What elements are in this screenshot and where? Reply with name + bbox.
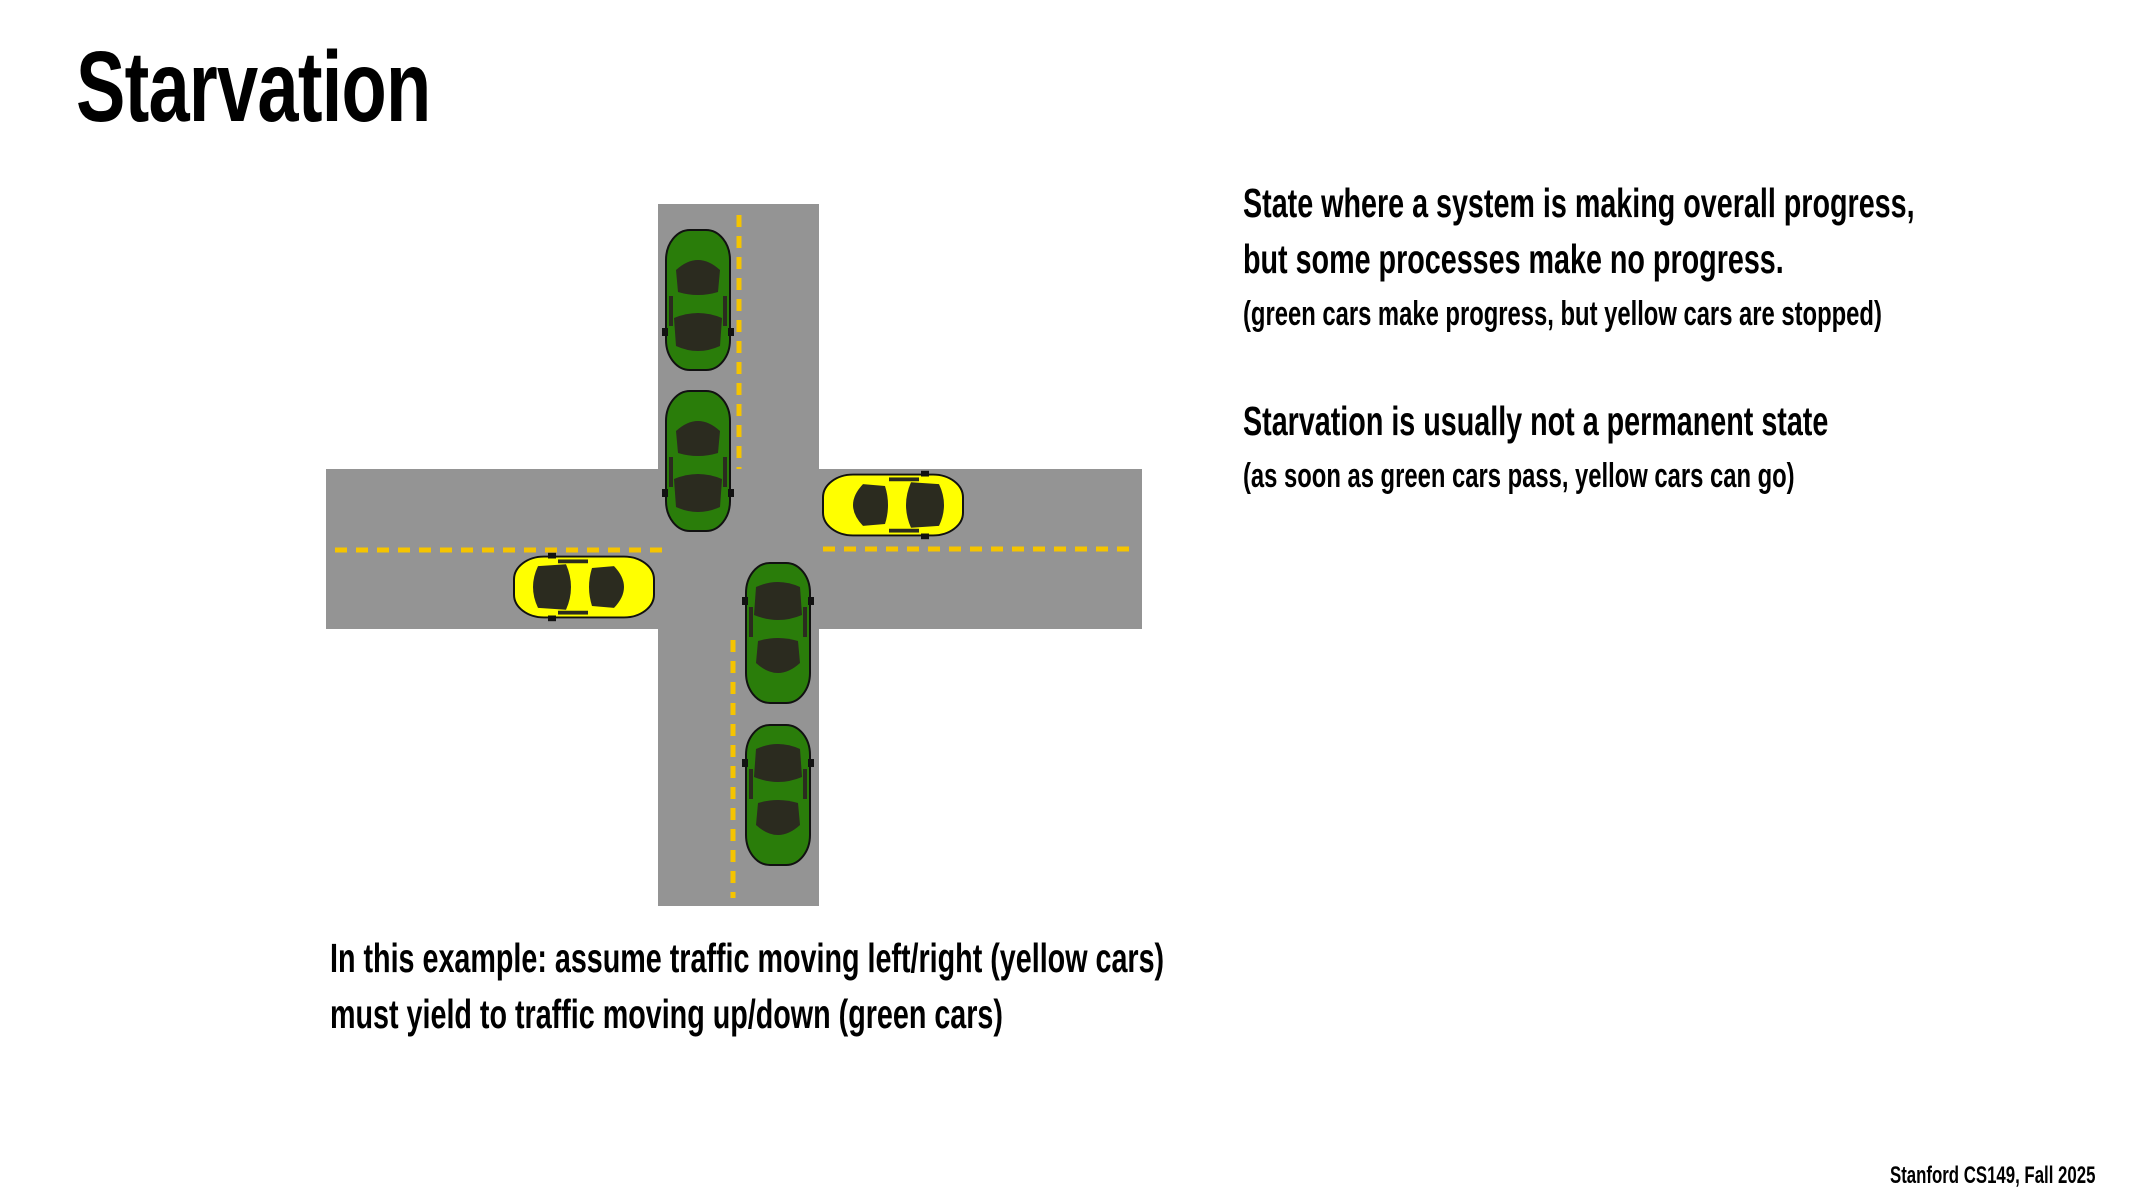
point-2-line-1: Starvation is usually not a permanent st… <box>1243 398 1829 444</box>
caption-line-1: In this example: assume traffic moving l… <box>330 935 1165 981</box>
slide-title: Starvation <box>76 31 431 143</box>
green-car <box>741 724 815 866</box>
green-car <box>741 562 815 704</box>
point-1-line-1: State where a system is making overall p… <box>1243 180 1915 226</box>
point-1-line-2: but some processes make no progress. <box>1243 236 1784 282</box>
yellow-car <box>822 469 964 541</box>
green-car <box>661 229 735 371</box>
caption-line-2: must yield to traffic moving up/down (gr… <box>330 991 1003 1037</box>
green-car <box>661 390 735 532</box>
footer-credit: Stanford CS149, Fall 2025 <box>1890 1162 2096 1189</box>
point-2-note: (as soon as green cars pass, yellow cars… <box>1243 457 1795 495</box>
yellow-car <box>513 551 655 623</box>
point-1-note: (green cars make progress, but yellow ca… <box>1243 295 1882 333</box>
